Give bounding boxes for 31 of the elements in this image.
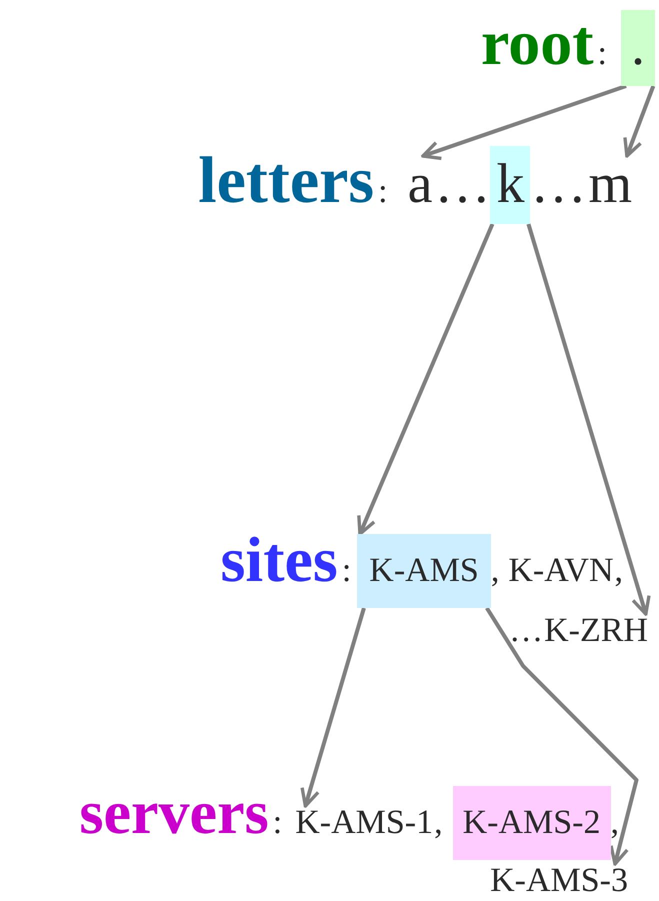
highlighted-entry: K-AMS-2 xyxy=(452,786,610,860)
colon: : xyxy=(598,37,607,71)
arrow xyxy=(526,223,651,616)
colon: : xyxy=(378,175,388,209)
entry-text: K-AMS-1 xyxy=(294,806,434,840)
highlighted-entry: . xyxy=(621,10,655,86)
comma: , xyxy=(490,554,500,588)
entry-text: K-AMS-3 xyxy=(489,864,629,898)
highlighted-entry: K-AMS xyxy=(357,534,491,608)
entry-text: a xyxy=(406,156,434,212)
comma: , xyxy=(434,806,443,840)
level-name: servers xyxy=(79,782,269,844)
arrow xyxy=(421,84,627,160)
comma: , xyxy=(614,554,623,588)
arrow xyxy=(623,85,656,158)
entry-text: K-AVN xyxy=(507,554,614,588)
level-name: root xyxy=(480,11,594,75)
level-name: letters xyxy=(198,148,374,214)
entry-text: K-ZRH xyxy=(543,614,649,648)
ellipsis: … xyxy=(509,614,544,648)
ellipsis: … xyxy=(434,156,490,212)
arrow xyxy=(485,606,638,866)
colon: : xyxy=(272,806,282,840)
arrow xyxy=(357,223,494,536)
colon: : xyxy=(342,554,352,588)
level-name: sites xyxy=(220,528,338,592)
ellipsis: … xyxy=(530,156,586,212)
highlighted-entry: k xyxy=(490,146,530,224)
arrow xyxy=(300,607,366,808)
entry-text: m xyxy=(586,156,634,212)
comma: , xyxy=(610,806,619,840)
